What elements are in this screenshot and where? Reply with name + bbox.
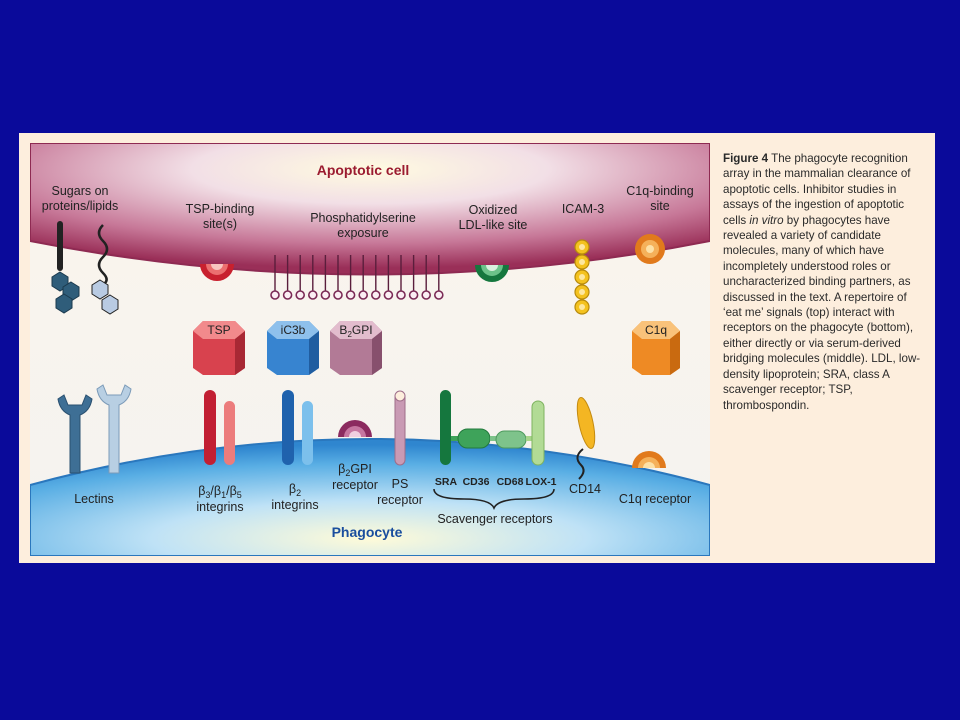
recognition-array-diagram: Apoptotic cell Phagocyte Sugars on prote… <box>30 143 710 556</box>
cd68-receptor <box>490 430 527 449</box>
c1q-molecule: C1q <box>632 321 680 375</box>
tsp-binding-site <box>200 264 234 281</box>
ps-head <box>433 290 444 300</box>
beta2-integrin-receptor <box>282 390 313 465</box>
beta3-integrin-receptor <box>204 390 235 465</box>
oxidized-ldl-label-2: LDL-like site <box>459 218 528 232</box>
figure-caption: Figure 4 The phagocyte recognition array… <box>723 151 923 413</box>
phagocyte-membrane <box>30 438 710 556</box>
ic3b-molecule: iC3b <box>267 321 319 375</box>
ps-head <box>345 290 356 300</box>
tsp-molecule: TSP <box>193 321 245 375</box>
beta3-integrin-label-2: integrins <box>196 500 243 514</box>
sugars-label-2: proteins/lipids <box>42 199 118 213</box>
sra-label: SRA <box>435 476 458 488</box>
phagocyte-label: Phagocyte <box>332 524 403 540</box>
ps-head <box>282 290 293 300</box>
ps-head <box>383 290 394 300</box>
beta2-integrin-label-2: integrins <box>271 498 318 512</box>
figure-number: Figure 4 <box>723 152 769 165</box>
lectin-receptor-dark <box>57 394 93 474</box>
cd68-label: CD68 <box>497 476 524 488</box>
b2gpi-receptor-label-2: receptor <box>332 478 378 492</box>
ps-head <box>270 290 280 300</box>
ps-head <box>421 290 432 300</box>
phosphatidylserine-exposure <box>270 255 444 300</box>
sra-receptor <box>440 390 451 465</box>
apoptotic-cell-label: Apoptotic cell <box>317 162 410 178</box>
c1q-site-label-1: C1q-binding <box>626 184 693 198</box>
oxidized-ldl-site <box>475 265 509 282</box>
ps-receptor-label-2: receptor <box>377 493 423 507</box>
c1q-label: C1q <box>645 323 667 337</box>
ps-receptor-label-1: PS <box>392 477 409 491</box>
sugar-chain-light <box>91 224 119 315</box>
lox1-receptor <box>526 400 545 466</box>
lox1-label: LOX-1 <box>526 476 557 488</box>
cd36-label: CD36 <box>463 476 490 488</box>
ps-head <box>307 290 318 300</box>
tsp-site-label-2: site(s) <box>203 217 237 231</box>
b2gpi-receptor-label-1: β2GPI <box>338 462 372 478</box>
caption-italic: in vitro <box>749 213 784 227</box>
scavenger-receptors-label: Scavenger receptors <box>437 512 552 526</box>
sugars-label-1: Sugars on <box>52 184 109 198</box>
icam3-domain-core <box>579 259 585 265</box>
beta3-integrin-label-1: β3/β1/β5 <box>198 484 242 500</box>
lectins-label: Lectins <box>74 492 114 506</box>
icam3-label: ICAM-3 <box>562 202 604 216</box>
caption-text-2: by phagocytes have revealed a variety of… <box>723 213 921 412</box>
c1q-binding-site <box>635 234 665 264</box>
ps-head <box>333 290 343 300</box>
caption-text-1: The phagocyte recognition array in the m… <box>723 152 911 227</box>
ps-head <box>320 290 331 300</box>
icam3-domain-core <box>579 244 585 250</box>
ps-head <box>396 290 406 300</box>
ps-exposure-label-1: Phosphatidylserine <box>310 211 416 225</box>
lectin-receptor-light <box>96 384 132 474</box>
oxidized-ldl-label-1: Oxidized <box>469 203 518 217</box>
icam3-domain-core <box>579 274 585 280</box>
b2gpi-label: B2GPI <box>339 323 372 339</box>
icam3-domain-core <box>579 289 585 295</box>
scavenger-brace <box>433 488 555 510</box>
ic3b-label: iC3b <box>281 323 306 337</box>
icam3-chain <box>574 239 590 315</box>
icam3-domain-core <box>579 304 585 310</box>
ps-head <box>370 290 381 300</box>
c1q-receptor-label: C1q receptor <box>619 492 691 506</box>
ps-head <box>295 290 306 300</box>
ps-head <box>358 290 369 300</box>
sugar-chain-dark <box>51 221 80 314</box>
tsp-site-label-1: TSP-binding <box>186 202 255 216</box>
tsp-label: TSP <box>207 323 230 337</box>
b2gpi-molecule: B2GPI <box>330 321 382 375</box>
ps-exposure-label-2: exposure <box>337 226 388 240</box>
ps-head <box>408 290 419 300</box>
c1q-site-label-2: site <box>650 199 670 213</box>
c1q-receptor <box>632 451 666 468</box>
cd14-label: CD14 <box>569 482 601 496</box>
cd14-receptor <box>576 397 596 480</box>
beta2-integrin-label-1: β2 <box>289 482 301 498</box>
ps-receptor <box>394 390 406 466</box>
b2gpi-receptor <box>338 420 372 437</box>
